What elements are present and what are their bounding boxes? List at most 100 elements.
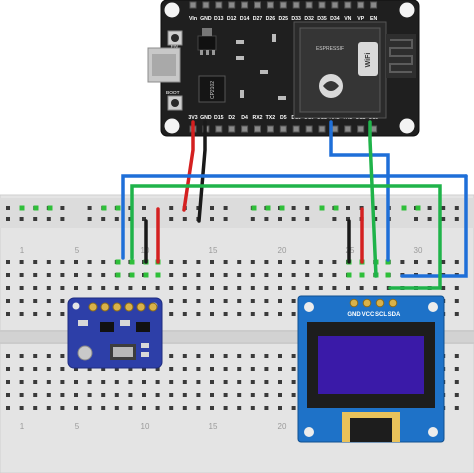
breadboard-hole (33, 312, 38, 316)
esp32-bottom-pin-label: D4 (241, 115, 248, 121)
breadboard-hole-active (129, 272, 135, 278)
breadboard-hole (210, 380, 214, 384)
oled-pin-label: SCL (375, 312, 387, 318)
esp32-header-pin (279, 1, 287, 9)
breadboard-hole (60, 299, 65, 303)
breadboard-hole (250, 273, 255, 277)
breadboard-column-number: 5 (75, 422, 80, 431)
breadboard-hole (223, 354, 228, 358)
breadboard-hole (250, 312, 255, 316)
esp32-top-pin-label: D12 (227, 16, 237, 22)
breadboard-hole (250, 299, 255, 303)
esp32-top-pin-label: D14 (240, 16, 250, 22)
breadboard-hole (237, 312, 242, 316)
breadboard-hole (46, 312, 51, 316)
breadboard-hole (441, 286, 446, 290)
breadboard-hole (182, 273, 187, 277)
breadboard-hole (6, 380, 10, 384)
breadboard-hole (278, 367, 282, 371)
breadboard-hole (46, 286, 51, 290)
breadboard-hole (46, 367, 51, 371)
breadboard-hole (182, 393, 187, 397)
breadboard-hole (250, 406, 255, 410)
breadboard-hole (128, 406, 133, 410)
breadboard-hole (359, 286, 364, 290)
breadboard-hole (60, 273, 65, 277)
breadboard-hole (142, 393, 146, 397)
breadboard-hole (6, 299, 10, 303)
breadboard-hole (19, 406, 24, 410)
oled-pin-label: GND (347, 312, 361, 318)
breadboard-hole (6, 312, 10, 316)
breadboard-column-number: 15 (209, 422, 218, 431)
breadboard-hole (46, 380, 51, 384)
breadboard-hole (60, 393, 65, 397)
breadboard-hole (210, 273, 214, 277)
breadboard-hole (196, 273, 201, 277)
breadboard-hole (305, 206, 310, 210)
usb-uart-chip (198, 75, 226, 103)
breadboard-hole (237, 354, 242, 358)
breadboard-hole (60, 354, 65, 358)
esp32-top-header (189, 1, 378, 9)
breadboard-hole (305, 273, 310, 277)
esp32-bottom-pin-label: D15 (214, 115, 224, 121)
breadboard-hole (291, 286, 296, 290)
mounting-hole (304, 302, 314, 312)
top-power-rail (0, 198, 474, 228)
breadboard-hole (291, 393, 296, 397)
wire-black-gnd (197, 120, 207, 223)
breadboard-hole (332, 273, 337, 277)
breadboard-hole (196, 406, 201, 410)
breadboard-hole (373, 206, 378, 210)
esp32-bottom-pin-label: GND (200, 115, 212, 121)
breadboard-hole (196, 260, 201, 264)
breadboard-hole (427, 260, 432, 264)
breadboard-hole (291, 354, 296, 358)
breadboard-hole-active (115, 259, 121, 265)
breadboard-hole (182, 406, 187, 410)
breadboard-hole (114, 217, 119, 221)
mounting-hole (428, 427, 438, 437)
breadboard-hole (19, 393, 24, 397)
esp32-header-pin (279, 125, 287, 133)
breadboard-hole (33, 354, 38, 358)
breadboard-hole (210, 406, 214, 410)
breadboard-hole (278, 286, 282, 290)
esp32-header-pin (318, 1, 326, 9)
wire-blue-oled-sda (400, 174, 468, 278)
breadboard-hole (169, 260, 174, 264)
breadboard-hole (101, 273, 106, 277)
breadboard-hole (264, 273, 269, 277)
uart-chip-label: CP2102 (210, 81, 216, 99)
sensor-module (67, 297, 163, 369)
breadboard-hole (128, 367, 133, 371)
esp32-header-pin (357, 125, 365, 133)
esp32-top-pin-label: D34 (330, 16, 340, 22)
esp32-header-pin (331, 1, 339, 9)
breadboard-hole (318, 260, 323, 264)
breadboard-hole (182, 286, 187, 290)
breadboard-hole (87, 260, 92, 264)
esp32-bottom-pin-label: TX2 (266, 115, 276, 121)
esp32-header-pin (254, 1, 261, 9)
breadboard-hole (46, 299, 51, 303)
esp32-bottom-pin-label: D5 (280, 115, 287, 121)
breadboard-hole-active (346, 272, 352, 278)
esp32-top-pin-label: D13 (214, 16, 224, 22)
breadboard-hole (264, 312, 269, 316)
breadboard-hole (250, 260, 255, 264)
breadboard-hole (6, 367, 10, 371)
esp32-header-pin (266, 1, 274, 9)
breadboard-hole (101, 393, 106, 397)
breadboard-hole (101, 286, 106, 290)
breadboard-hole-active (19, 205, 25, 211)
sensor-header-pins (88, 302, 158, 312)
breadboard-hole (33, 286, 38, 290)
breadboard-column-number: 20 (278, 246, 287, 255)
esp32-bottom-pin-label: 3V3 (188, 115, 197, 121)
breadboard-hole (101, 367, 106, 371)
breadboard-hole (101, 380, 106, 384)
breadboard-hole (74, 260, 78, 264)
